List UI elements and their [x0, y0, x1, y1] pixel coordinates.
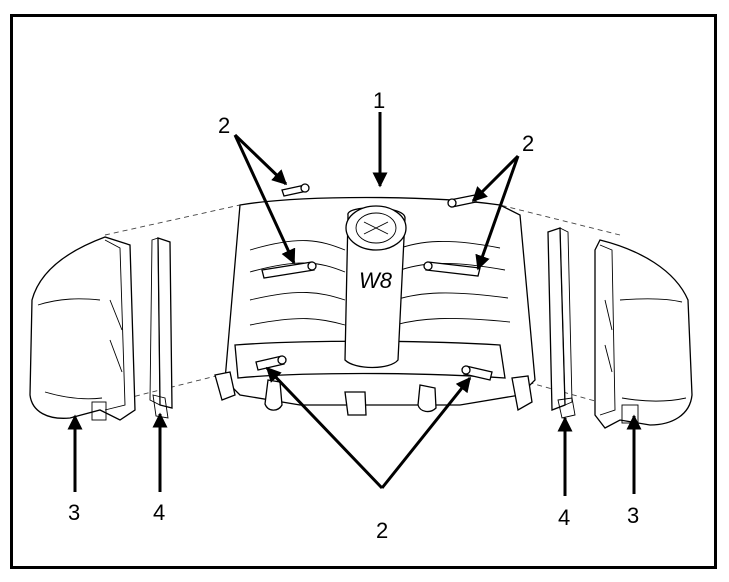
callout-2-bottom: 2	[376, 518, 388, 543]
right-gasket	[547, 227, 576, 419]
left-end-cover	[29, 236, 136, 421]
leader-arrows	[67, 112, 642, 496]
callout-3-left: 3	[68, 500, 80, 525]
callout-2-top-left: 2	[218, 113, 230, 138]
arrow-2-top-right-a	[471, 154, 520, 203]
arrow-2-top-right-b	[475, 155, 520, 271]
arrow-2-top-left-a	[233, 133, 288, 186]
right-end-cover	[594, 239, 693, 429]
callout-2-top-right: 2	[522, 131, 534, 156]
arrow-2-bottom-a	[265, 366, 384, 490]
arrow-2-top-left-b	[233, 134, 296, 265]
callout-4-left: 4	[153, 500, 165, 525]
bolts	[255, 183, 493, 381]
callout-3-right: 3	[627, 503, 639, 528]
arrow-2-bottom-b	[380, 376, 472, 489]
w8-badge: W8	[359, 268, 393, 293]
callout-4-right: 4	[558, 505, 570, 530]
callout-1: 1	[373, 88, 385, 113]
left-gasket	[149, 237, 173, 419]
intake-manifold	[214, 196, 536, 416]
